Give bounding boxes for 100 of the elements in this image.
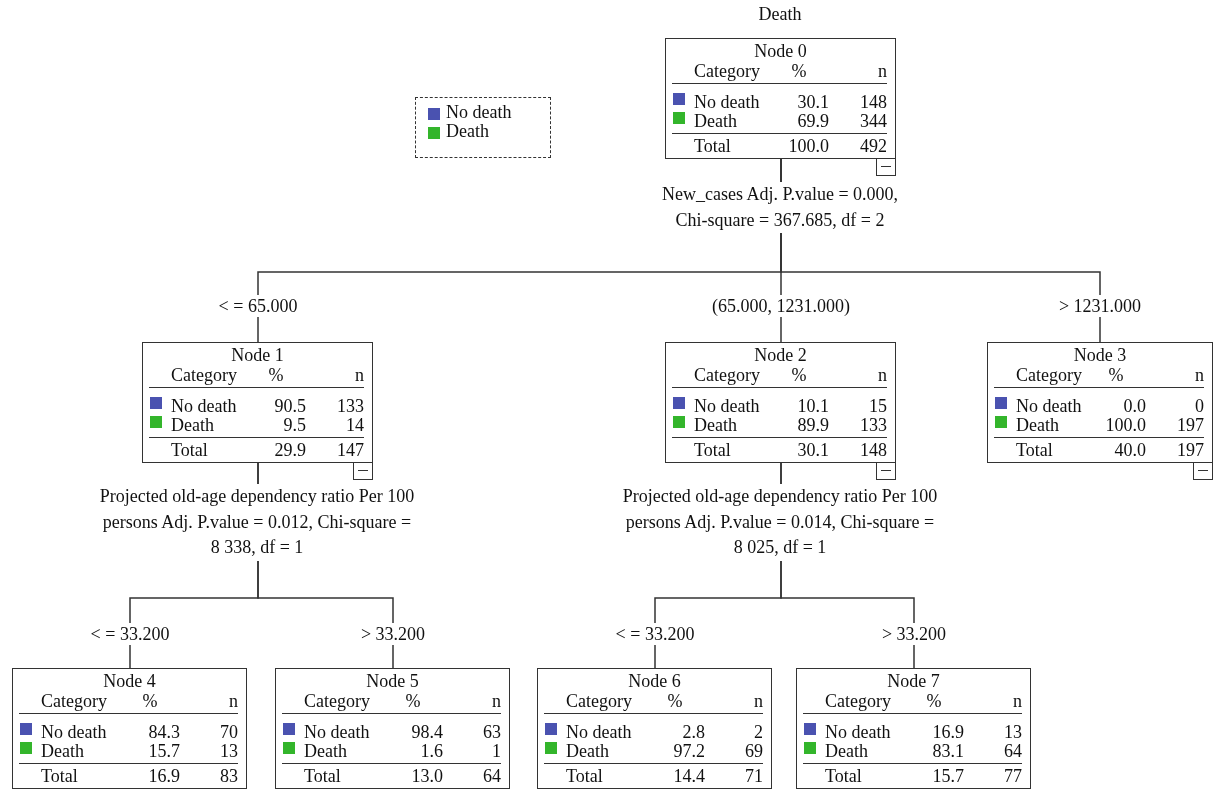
count-value: 2 bbox=[754, 722, 763, 742]
count-value: 1 bbox=[492, 741, 501, 761]
column-header: n bbox=[878, 61, 887, 81]
node-box bbox=[537, 668, 772, 789]
column-header: Category bbox=[694, 365, 760, 385]
node-title: Node 0 bbox=[753, 41, 808, 61]
category-label: No death bbox=[694, 92, 760, 112]
percent-value: 14.4 bbox=[673, 766, 705, 786]
percent-value: 97.2 bbox=[673, 741, 705, 761]
count-value: 13 bbox=[220, 741, 238, 761]
percent-value: 1.6 bbox=[420, 741, 443, 761]
legend-label: Death bbox=[446, 121, 489, 141]
percent-value: 40.0 bbox=[1114, 440, 1146, 460]
node-title: Node 6 bbox=[627, 671, 682, 691]
node-box bbox=[987, 342, 1213, 463]
count-value: 14 bbox=[346, 415, 364, 435]
split-description: Projected old-age dependency ratio Per 100 persons Adj. P.value = 0.012, Chi-square = 8 338, df = 1 bbox=[97, 484, 417, 561]
column-header: n bbox=[355, 365, 364, 385]
count-value: 197 bbox=[1177, 440, 1204, 460]
count-value: 64 bbox=[483, 766, 501, 786]
column-header: Category bbox=[566, 691, 632, 711]
percent-value: 2.8 bbox=[682, 722, 705, 742]
column-header: Category bbox=[825, 691, 891, 711]
node-title: Node 7 bbox=[886, 671, 941, 691]
legend-label: No death bbox=[446, 102, 512, 122]
percent-value: 100.0 bbox=[1105, 415, 1146, 435]
column-header: % bbox=[790, 61, 808, 81]
count-value: 63 bbox=[483, 722, 501, 742]
count-value: 148 bbox=[860, 440, 887, 460]
category-label: Death bbox=[41, 741, 84, 761]
percent-value: 84.3 bbox=[148, 722, 180, 742]
category-label: Death bbox=[694, 111, 737, 131]
node-box bbox=[796, 668, 1031, 789]
percent-value: 98.4 bbox=[411, 722, 443, 742]
column-header: % bbox=[1107, 365, 1125, 385]
percent-value: 30.1 bbox=[797, 440, 829, 460]
column-header: n bbox=[1195, 365, 1204, 385]
category-label: Death bbox=[171, 415, 214, 435]
node-title: Node 4 bbox=[102, 671, 157, 691]
count-value: 147 bbox=[337, 440, 364, 460]
percent-value: 16.9 bbox=[148, 766, 180, 786]
percent-value: 9.5 bbox=[283, 415, 306, 435]
count-value: 133 bbox=[337, 396, 364, 416]
count-value: 71 bbox=[745, 766, 763, 786]
column-header: n bbox=[492, 691, 501, 711]
node-title: Node 2 bbox=[753, 345, 808, 365]
node-title: Node 1 bbox=[230, 345, 285, 365]
count-value: 148 bbox=[860, 92, 887, 112]
percent-value: 13.0 bbox=[411, 766, 443, 786]
node-box bbox=[142, 342, 373, 463]
category-label: No death bbox=[171, 396, 237, 416]
percent-value: 16.9 bbox=[932, 722, 964, 742]
percent-value: 30.1 bbox=[797, 92, 829, 112]
percent-value: 29.9 bbox=[274, 440, 306, 460]
percent-value: 83.1 bbox=[932, 741, 964, 761]
category-label: No death bbox=[825, 722, 891, 742]
category-label: No death bbox=[1016, 396, 1082, 416]
column-header: % bbox=[267, 365, 285, 385]
percent-value: 15.7 bbox=[148, 741, 180, 761]
total-label: Total bbox=[694, 136, 731, 156]
total-label: Total bbox=[694, 440, 731, 460]
category-label: Death bbox=[1016, 415, 1059, 435]
count-value: 70 bbox=[220, 722, 238, 742]
category-label: Death bbox=[566, 741, 609, 761]
node-box bbox=[665, 38, 896, 159]
column-header: n bbox=[878, 365, 887, 385]
column-header: n bbox=[754, 691, 763, 711]
column-header: Category bbox=[694, 61, 760, 81]
count-value: 64 bbox=[1004, 741, 1022, 761]
total-label: Total bbox=[41, 766, 78, 786]
edge-label: (65.000, 1231.000) bbox=[709, 295, 853, 317]
column-header: % bbox=[666, 691, 684, 711]
total-label: Total bbox=[1016, 440, 1053, 460]
column-header: Category bbox=[171, 365, 237, 385]
column-header: Category bbox=[1016, 365, 1082, 385]
node-box bbox=[275, 668, 510, 789]
count-value: 15 bbox=[869, 396, 887, 416]
percent-value: 90.5 bbox=[274, 396, 306, 416]
percent-value: 15.7 bbox=[932, 766, 964, 786]
column-header: % bbox=[141, 691, 159, 711]
category-label: Death bbox=[694, 415, 737, 435]
column-header: Category bbox=[304, 691, 370, 711]
split-description: Projected old-age dependency ratio Per 100 persons Adj. P.value = 0.014, Chi-square = 8 025, df = 1 bbox=[620, 484, 940, 561]
percent-value: 10.1 bbox=[797, 396, 829, 416]
column-header: % bbox=[925, 691, 943, 711]
column-header: n bbox=[229, 691, 238, 711]
count-value: 133 bbox=[860, 415, 887, 435]
node-title: Node 5 bbox=[365, 671, 420, 691]
count-value: 77 bbox=[1004, 766, 1022, 786]
total-label: Total bbox=[171, 440, 208, 460]
count-value: 0 bbox=[1195, 396, 1204, 416]
category-label: Death bbox=[825, 741, 868, 761]
count-value: 69 bbox=[745, 741, 763, 761]
node-box bbox=[665, 342, 896, 463]
category-label: No death bbox=[694, 396, 760, 416]
category-label: No death bbox=[41, 722, 107, 742]
percent-value: 100.0 bbox=[788, 136, 829, 156]
category-label: No death bbox=[566, 722, 632, 742]
percent-value: 69.9 bbox=[797, 111, 829, 131]
total-label: Total bbox=[566, 766, 603, 786]
